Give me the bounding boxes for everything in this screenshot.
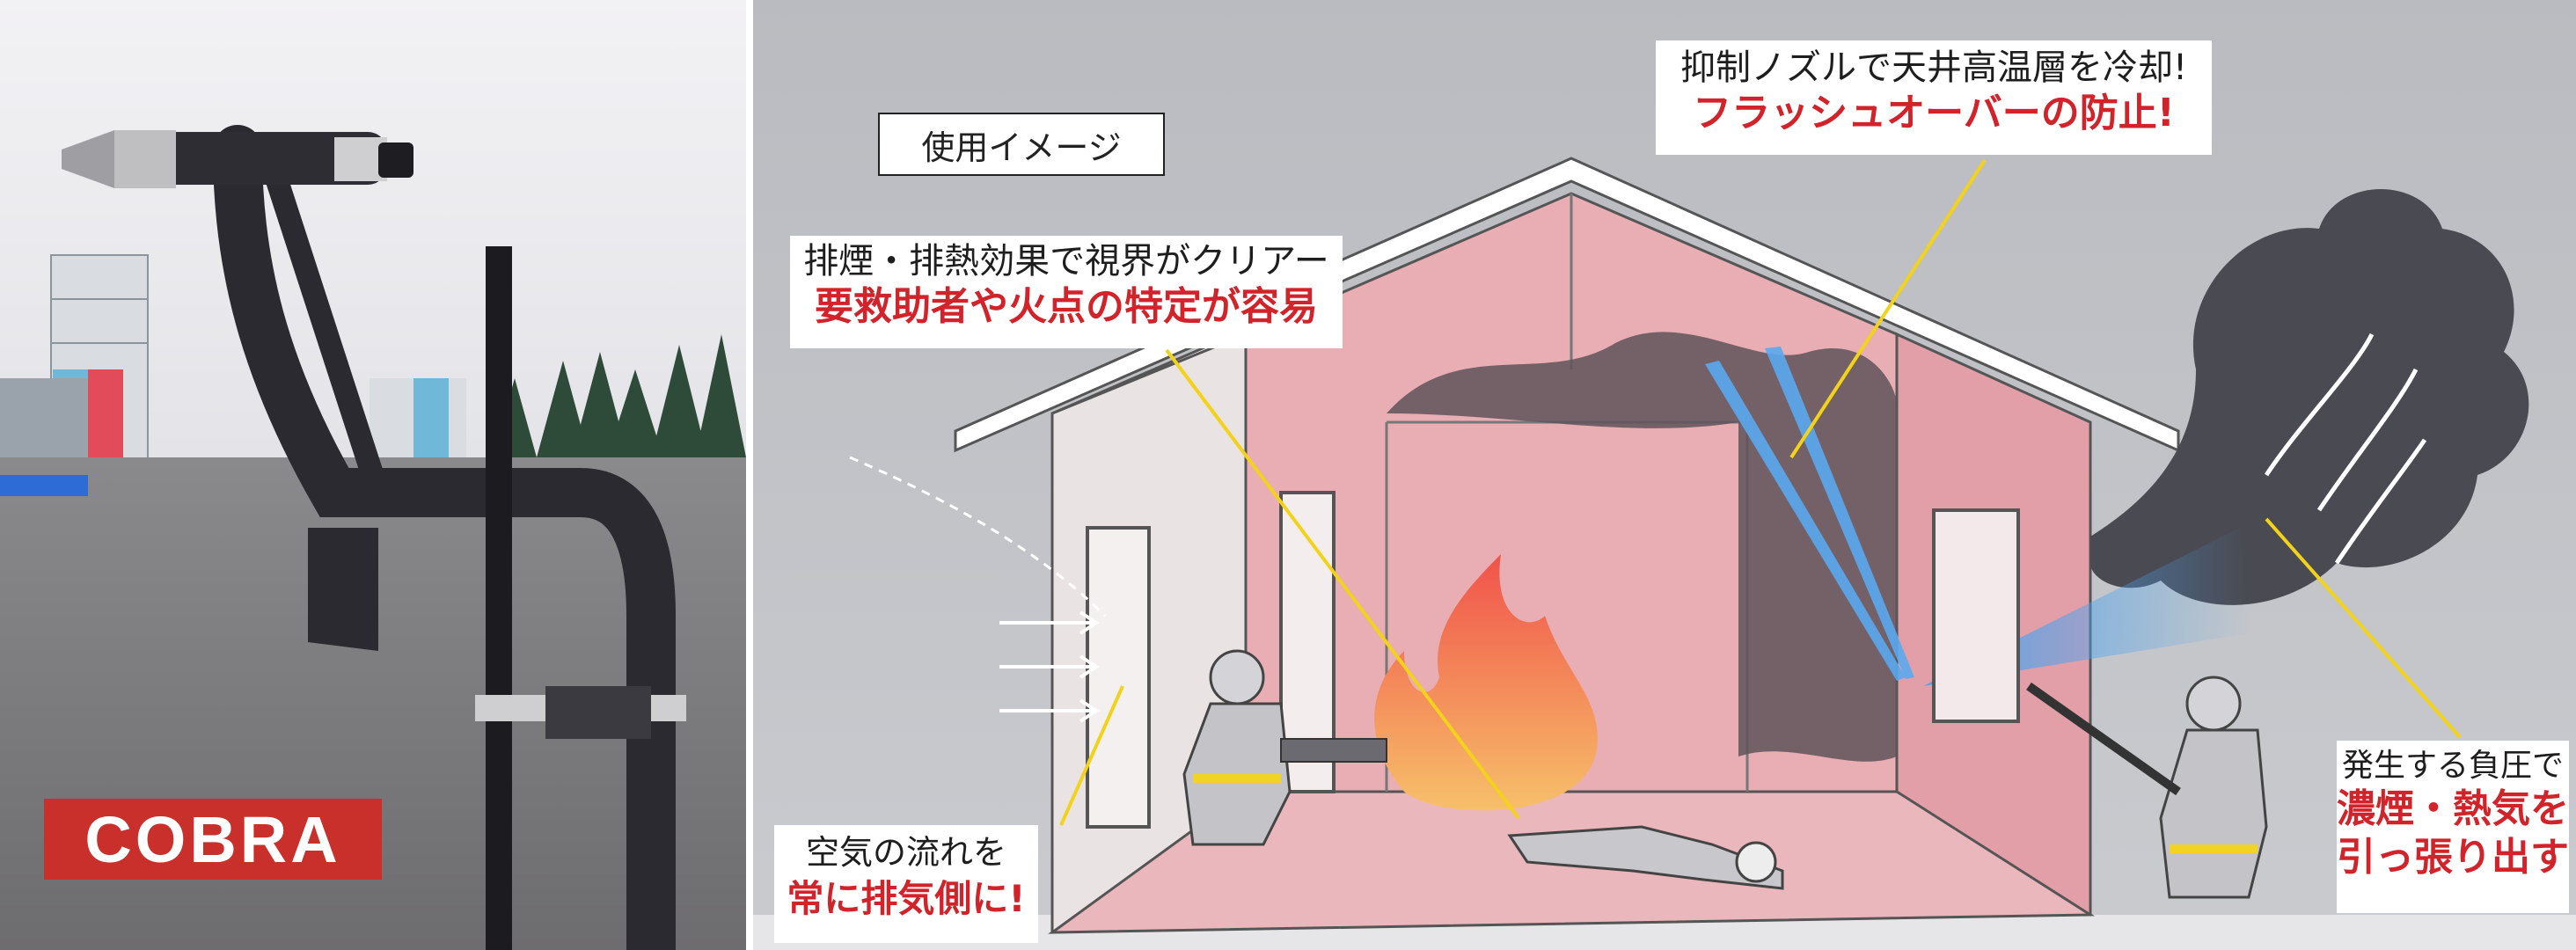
callout-airflow: 空気の流れを 常に排気側に! [774,825,1038,943]
usage-image-label: 使用イメージ [878,113,1165,176]
ceiling-spray-1 [1705,361,1906,681]
ceiling-spray-2 [1765,347,1914,679]
cobra-label: COBRA [44,799,382,880]
cobra-photo-panel: COBRA [0,0,746,950]
interior-smoke [1387,332,1897,762]
usage-illustration-panel: 使用イメージ 抑制ノズルで天井高温層を冷却! フラッシュオーバーの防止! 排煙・… [753,0,2576,950]
fire [1374,554,1598,811]
callout-neg-line2: 濃煙・熱気を [2337,786,2569,832]
victim [1507,825,1784,890]
exhaust-smoke [2090,189,2529,605]
callout-ceiling-line1: 抑制ノズルで天井高温層を冷却! [1680,48,2188,88]
callout-ceiling-line2: フラッシュオーバーの防止! [1693,91,2175,135]
callout-exhaust-line1: 排煙・排熱効果で視界がクリアー [803,241,1329,281]
callout-smoke-exhaust: 排煙・排熱効果で視界がクリアー 要救助者や火点の特定が容易 [790,236,1343,348]
firefighter-right [2026,676,2268,899]
firefighter-left [1182,649,1387,846]
callout-negative-pressure: 発生する負圧で 濃煙・熱気を 引っ張り出す [2337,741,2569,913]
door-left [1086,526,1151,829]
callout-exhaust-line2: 要救助者や火点の特定が容易 [815,284,1318,329]
callout-neg-line3: 引っ張り出す [2337,834,2569,880]
callout-airflow-line1: 空気の流れを [805,833,1006,872]
airflow-arrows [999,610,1100,723]
callout-airflow-line2: 常に排気側に! [787,876,1026,920]
callout-ceiling-cooling: 抑制ノズルで天井高温層を冷却! フラッシュオーバーの防止! [1656,40,2212,155]
leader-lines [1059,158,2462,826]
window [1932,508,2020,723]
panel-divider [746,0,753,950]
callout-neg-line1: 発生する負圧で [2341,748,2564,784]
